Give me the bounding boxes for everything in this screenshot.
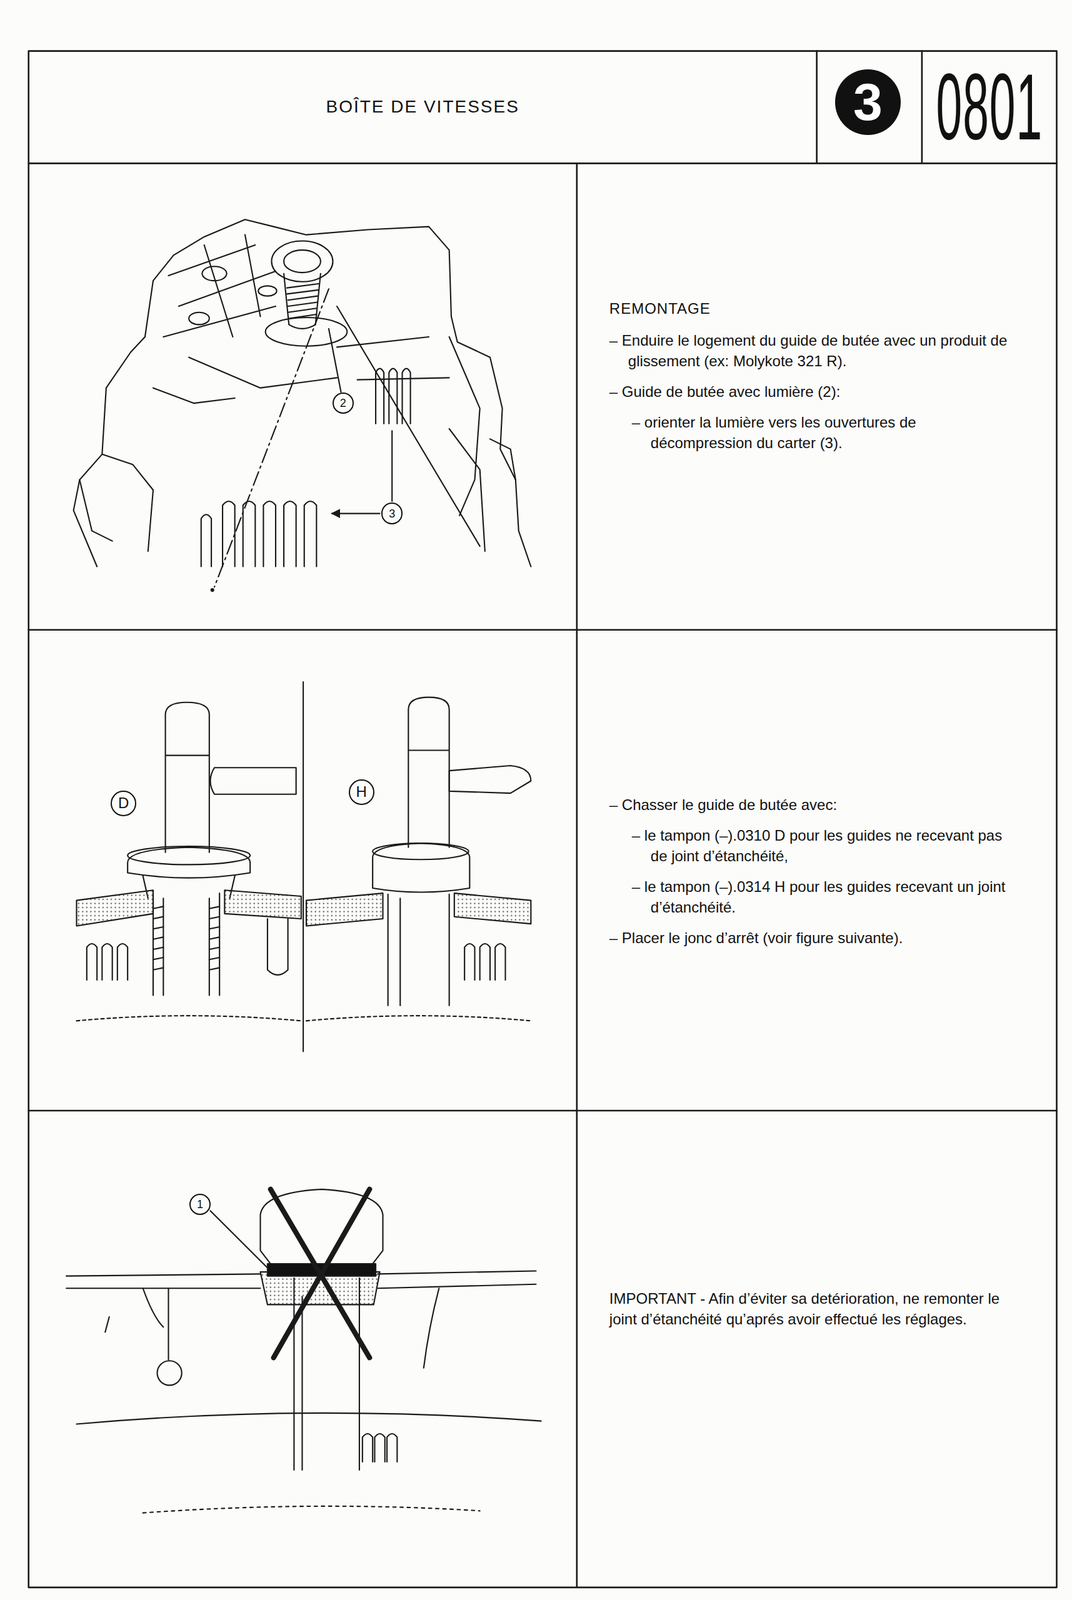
label-text: 3	[388, 508, 396, 520]
seal-warning-figure-part	[76, 1413, 541, 1425]
drift-figure-part	[454, 893, 531, 924]
page-title: BOÎTE DE VITESSES	[28, 51, 817, 164]
drift-figure-part	[372, 843, 470, 892]
gearbox-housing-figure-part	[328, 328, 342, 392]
seal-warning-figure	[66, 1189, 541, 1514]
label-text: H	[356, 784, 367, 800]
page-number-box: 0801	[921, 51, 1057, 164]
gearbox-housing-figure-part	[188, 312, 210, 326]
page-frame	[28, 51, 1057, 1588]
seal-warning-figure-part	[157, 1360, 182, 1386]
drift-figure-part	[153, 906, 220, 970]
gearbox-housing-figure-part	[201, 514, 212, 567]
gearbox-housing-figure-part	[283, 250, 321, 273]
instruction-text: – le tampon (–).0310 D pour les guides n…	[609, 825, 1020, 867]
label-text: 2	[340, 397, 347, 409]
gearbox-housing-figure-part	[331, 513, 381, 515]
instruction-panel: REMONTAGE – Enduire le logement du guide …	[576, 163, 1057, 630]
instruction-panel: IMPORTANT - Afin d’éviter sa detériorati…	[576, 1110, 1057, 1588]
callout-number: 1	[189, 1193, 211, 1216]
instruction-text: – Placer le jonc d’arrêt (voir figure su…	[609, 927, 1020, 949]
gearbox-housing-figure-part	[375, 368, 411, 424]
gearbox-housing-figure-part	[265, 317, 348, 347]
instruction-text: IMPORTANT - Afin d’éviter sa detériorati…	[609, 1288, 1020, 1330]
callout-number: H	[348, 779, 375, 806]
gearbox-housing-figure	[73, 219, 532, 592]
page-frame-part	[28, 51, 1057, 1588]
drift-figure-part	[224, 890, 301, 919]
drift-figure-part	[306, 1015, 531, 1021]
section-badge: 3	[835, 69, 901, 136]
gearbox-housing-figure-part	[201, 266, 227, 281]
gearbox-housing-figure-part	[391, 430, 393, 502]
drift-figure-part	[76, 1015, 301, 1021]
gearbox-housing-figure-part	[336, 306, 481, 547]
instruction-text: – le tampon (–).0314 H pour les guides r…	[609, 876, 1020, 918]
drift-figure-part	[267, 918, 289, 976]
seal-warning-figure-part	[167, 1288, 169, 1360]
drift-figure-part	[86, 943, 128, 981]
label-text: 1	[196, 1198, 204, 1211]
drift-figure-part	[210, 767, 296, 794]
drift-figure-part	[306, 893, 384, 926]
drift-figure-part	[408, 697, 449, 848]
gearbox-housing-figure-part	[153, 235, 450, 404]
drift-figure-part	[165, 702, 210, 853]
seal-warning-figure-part	[210, 1210, 267, 1268]
drift-figure-part	[153, 893, 220, 996]
drift-figure-part	[372, 843, 469, 860]
drift-figure	[76, 681, 531, 1052]
label-text: 0801	[935, 60, 1043, 154]
page-art	[28, 51, 1057, 1588]
seal-warning-figure-part	[270, 1189, 370, 1358]
drift-figure-part	[388, 894, 450, 1006]
drift-figure-part	[449, 765, 532, 794]
instruction-text: REMONTAGE	[609, 298, 1020, 319]
instruction-panel: – Chasser le guide de butée avec: – le ta…	[576, 630, 1057, 1111]
page-frame-part	[28, 51, 1057, 1588]
seal-warning-figure-part	[362, 1433, 398, 1463]
gearbox-housing-figure-part	[283, 273, 321, 329]
gearbox-housing-figure-part	[211, 588, 214, 592]
drift-figure-part	[76, 890, 153, 926]
drift-figure-part	[302, 681, 304, 1052]
gearbox-housing-figure-part	[222, 501, 317, 567]
instruction-text: – Chasser le guide de butée avec:	[609, 794, 1020, 816]
instruction-text: – orienter la lumière vers les ouverture…	[609, 411, 1020, 454]
label-text: D	[118, 795, 129, 811]
gearbox-housing-figure-part	[271, 240, 333, 282]
callout-number: 2	[332, 392, 354, 414]
drift-figure-part	[464, 943, 506, 981]
gearbox-housing-figure-part	[214, 288, 329, 587]
label-text: 3	[853, 75, 883, 129]
callout-number: D	[110, 790, 137, 817]
seal-warning-figure-part	[143, 1506, 481, 1514]
instruction-text: – Guide de butée avec lumière (2):	[609, 381, 1020, 402]
drift-figure-part	[143, 875, 236, 899]
callout-number: 3	[381, 502, 403, 524]
drift-figure-part	[127, 846, 251, 865]
instruction-text: – Enduire le logement du guide de butée …	[609, 330, 1020, 372]
gearbox-housing-figure-part	[73, 219, 532, 567]
gearbox-housing-figure-part	[258, 285, 277, 296]
gearbox-housing-figure-part	[286, 283, 319, 319]
